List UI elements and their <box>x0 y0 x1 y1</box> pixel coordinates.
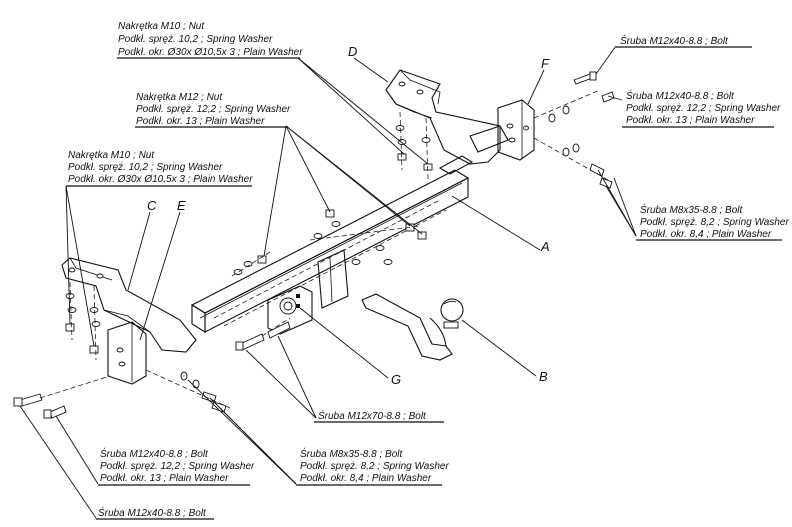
letter-a: A <box>540 239 550 254</box>
left-bracket-part-c <box>61 257 197 353</box>
callout-line: Podkł. okr. 13 ; Plain Washer <box>136 116 265 127</box>
callout-line: Podkł. spręż. 10,2 ; Spring Washer <box>68 162 223 173</box>
tow-ball-arm-part-b <box>317 249 464 361</box>
callout-bolt-m12x40-bottom: Śruba M12x40-8.8 ; Bolt Podkł. spręż. 12… <box>98 447 255 486</box>
callout-line: Śruba M8x35-8.8 ; Bolt <box>640 203 743 216</box>
callout-line: Podkł. spręż. 12,2 ; Spring Washer <box>626 103 781 114</box>
part-letters: D F C E A B G <box>147 44 550 387</box>
callout-line: Podkł. spręż. 10,2 ; Spring Washer <box>118 34 273 45</box>
callout-line: Podkł. spręż. 8,2 ; Spring Washer <box>640 217 789 228</box>
callout-line: Podkł. okr. Ø30x Ø10,5x 3 ; Plain Washer <box>68 174 253 185</box>
callout-nut-m12: Nakrętka M12 ; Nut Podkł. spręż. 12,2 ; … <box>135 92 291 128</box>
letter-d: D <box>348 44 357 59</box>
callout-line: Podkł. spręż. 12,2 ; Spring Washer <box>100 461 255 472</box>
callout-bolt-m12x40-right: Śruba M12x40-8.8 ; Bolt Podkł. spręż. 12… <box>622 89 781 128</box>
leader-lines <box>19 45 637 519</box>
callout-nut-m10-left: Nakrętka M10 ; Nut Podkł. spręż. 10,2 ; … <box>66 150 253 187</box>
callout-line: Śruba M12x40-8.8 ; Bolt <box>100 447 209 460</box>
callout-bolt-m12x40-top: Śruba M12x40-8.8 ; Bolt <box>616 34 752 48</box>
letter-e: E <box>177 198 186 213</box>
callout-line: Podkł. okr. 13 ; Plain Washer <box>626 115 755 126</box>
callout-line: Podkł. okr. 13 ; Plain Washer <box>100 473 229 484</box>
callout-line: Podkł. okr. 8,4 ; Plain Washer <box>640 229 772 240</box>
callout-line: Podkł. okr. Ø30x Ø10,5x 3 ; Plain Washer <box>118 47 303 58</box>
callout-bolt-m8x35-right: Śruba M8x35-8.8 ; Bolt Podkł. spręż. 8,2… <box>636 203 789 241</box>
letter-c: C <box>147 198 157 213</box>
callout-nut-m10-top: Nakrętka M10 ; Nut Podkł. spręż. 10,2 ; … <box>117 21 303 59</box>
letter-f: F <box>541 56 550 71</box>
callout-line: Podkł. spręż. 12,2 ; Spring Washer <box>136 104 291 115</box>
callout-bolt-m8x35-bottom: Śruba M8x35-8.8 ; Bolt Podkł. spręż. 8,2… <box>296 447 449 486</box>
left-side-plate-part-e <box>107 321 147 385</box>
hardware-nuts-washers <box>13 71 615 419</box>
callout-line: Śruba M12x40-8.8 ; Bolt <box>620 34 729 47</box>
letter-g: G <box>391 372 401 387</box>
right-side-plate-part-f <box>497 99 535 161</box>
callout-line: Podkł. okr. 8,4 ; Plain Washer <box>300 473 432 484</box>
callout-line: Śruba M8x35-8.8 ; Bolt <box>300 447 403 460</box>
callout-line: Śruba M12x40-8.8 ; Bolt <box>626 89 735 102</box>
right-bracket-part-d <box>385 69 509 165</box>
socket-plate-part-g <box>267 285 313 335</box>
callout-line: Nakrętka M10 ; Nut <box>118 21 205 32</box>
callout-line: Nakrętka M10 ; Nut <box>68 150 155 161</box>
callout-line: Podkł. spręż. 8,2 ; Spring Washer <box>300 461 449 472</box>
callout-line: Nakrętka M12 ; Nut <box>136 92 223 103</box>
callout-bolt-m12x70: Śruba M12x70-8.8 ; Bolt <box>314 409 444 423</box>
callout-bolt-m12x40-lowest: Śruba M12x40-8.8 ; Bolt <box>96 506 214 520</box>
callout-line: Śruba M12x70-8.8 ; Bolt <box>318 409 427 422</box>
letter-b: B <box>539 369 548 384</box>
callout-line: Śruba M12x40-8.8 ; Bolt <box>98 506 207 519</box>
